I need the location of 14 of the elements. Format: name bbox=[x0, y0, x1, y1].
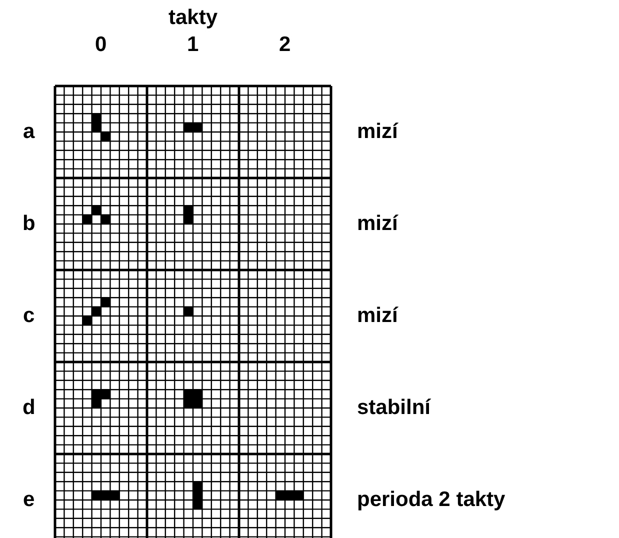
row-letter: b bbox=[22, 212, 36, 236]
row-note: mizí bbox=[357, 120, 398, 144]
row-note: perioda 2 takty bbox=[357, 488, 506, 512]
row-letter: a bbox=[23, 120, 35, 144]
column-number: 2 bbox=[279, 33, 291, 57]
column-number: 1 bbox=[187, 33, 199, 57]
row-letter: e bbox=[23, 488, 35, 512]
row-note: mizí bbox=[357, 304, 398, 328]
column-number: 0 bbox=[95, 33, 107, 57]
row-letter: d bbox=[22, 396, 36, 420]
column-heading: takty bbox=[168, 6, 218, 30]
row-letter: c bbox=[23, 304, 35, 328]
row-note: stabilní bbox=[357, 396, 431, 420]
row-note: mizí bbox=[357, 212, 398, 236]
